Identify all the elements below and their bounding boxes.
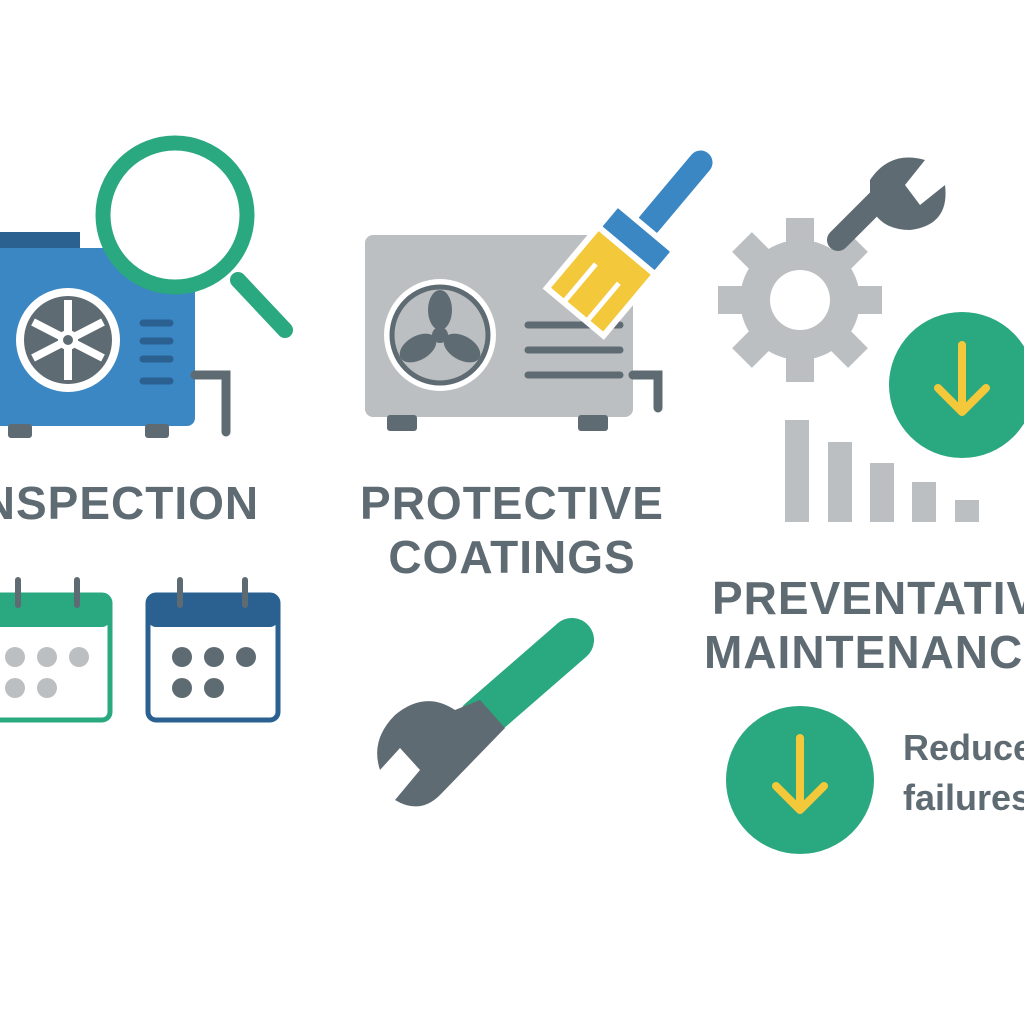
preventative-title-line1: PREVENTATIVE: [712, 572, 1024, 624]
wrench-icon: [827, 157, 946, 251]
ac-unit-icon: [0, 232, 231, 438]
magnifier-icon: [95, 135, 293, 338]
bar-decline-icon: [785, 420, 979, 522]
calendar-icon: [0, 577, 113, 723]
down-arrow-icon: [726, 706, 874, 854]
wrench-icon: [377, 618, 594, 807]
protective-title-line2: COATINGS: [388, 531, 636, 583]
callout-line2: failures: [903, 777, 1024, 818]
gear-icon: [718, 218, 882, 382]
callout-line1: Reduce: [903, 727, 1024, 768]
calendar-icon: [145, 577, 281, 723]
inspection-title: INSPECTION: [0, 477, 260, 529]
preventative-title-line2: MAINTENANCE: [704, 626, 1024, 678]
protective-title-line1: PROTECTIVE: [360, 477, 664, 529]
paintbrush-icon: [542, 144, 719, 340]
down-arrow-icon: [889, 312, 1024, 458]
ac-unit-icon: [365, 235, 663, 431]
